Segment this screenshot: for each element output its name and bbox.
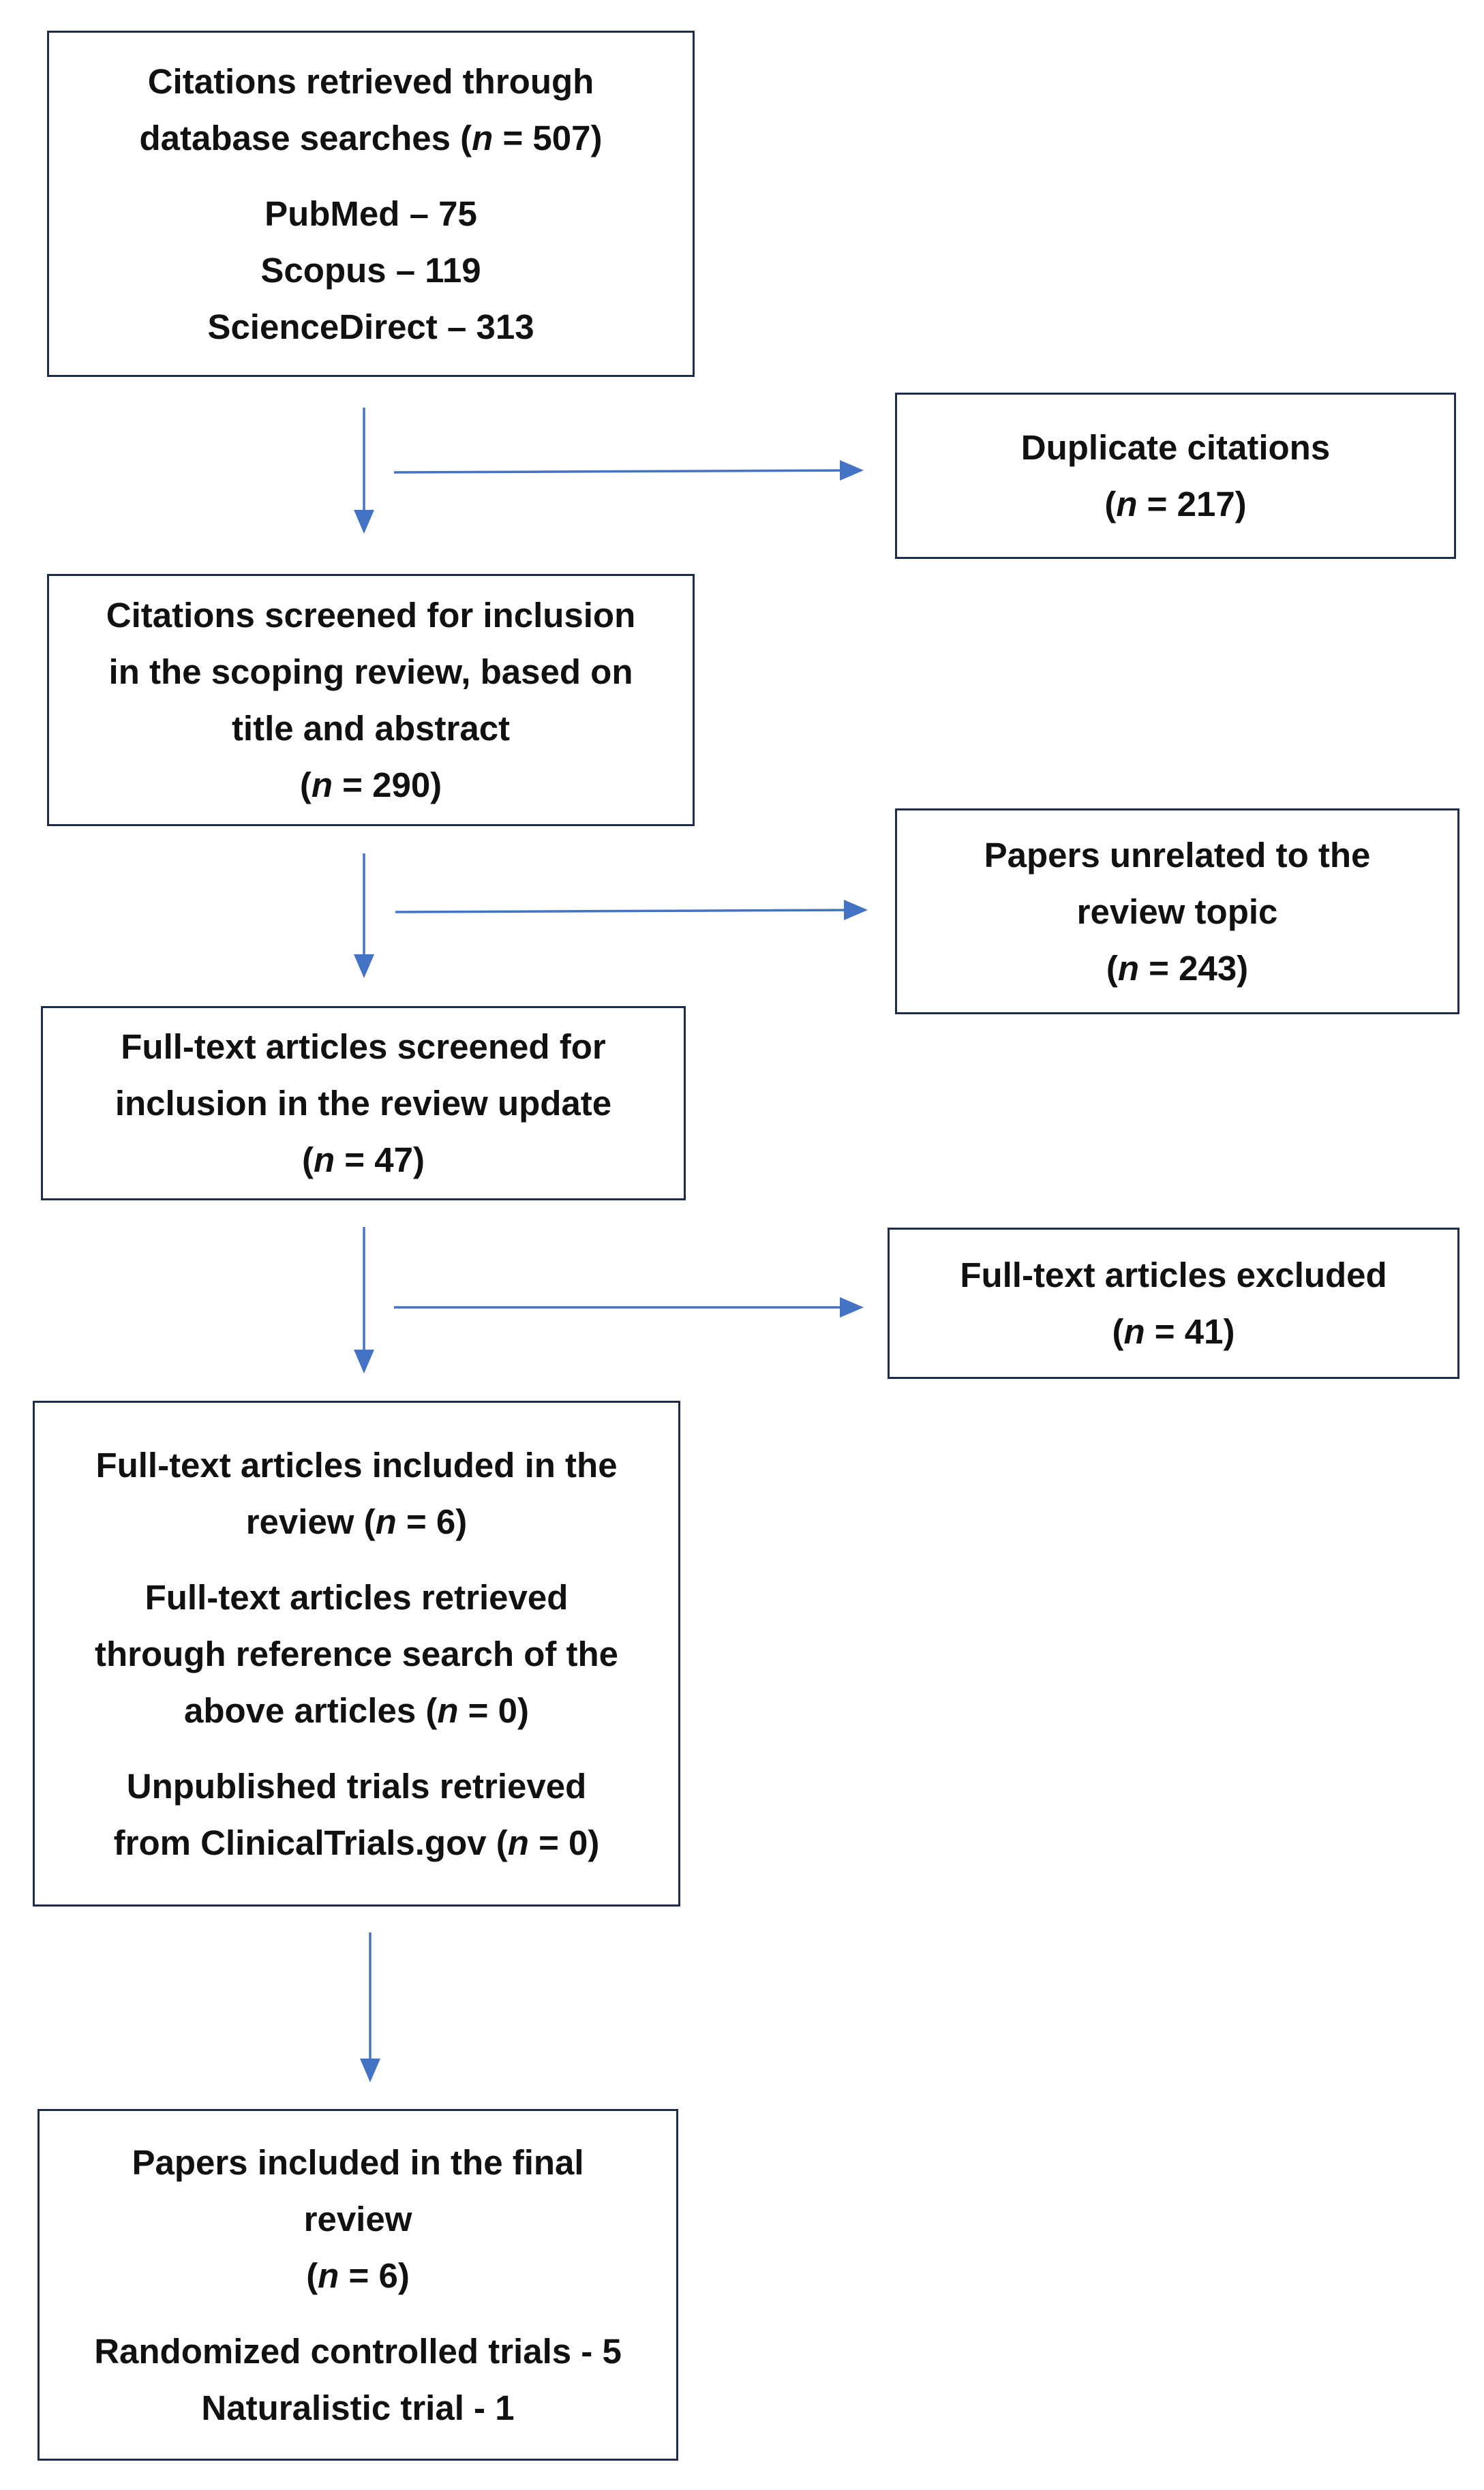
citations-screened-line3: title and abstract: [231, 709, 511, 748]
citations-screened-line1: Citations screened for inclusion: [106, 596, 636, 635]
arrowhead-right-1: [840, 460, 864, 481]
duplicate-citations-count: (n = 217): [1104, 485, 1247, 523]
arrowhead-down-2: [354, 954, 374, 978]
naturalistic-count: Naturalistic trial - 1: [201, 2388, 515, 2427]
final-review-count: (n = 6): [306, 2256, 410, 2295]
duplicate-citations-box: Duplicate citations (n = 217): [895, 393, 1456, 559]
papers-unrelated-count: (n = 243): [1106, 948, 1249, 988]
citations-retrieved-box: Citations retrieved through database sea…: [47, 31, 695, 377]
fulltext-included-box: Full-text articles included in the revie…: [33, 1401, 680, 1907]
unpublished-trials-count: from ClinicalTrials.gov (n = 0): [113, 1823, 600, 1862]
reference-search-line1: Full-text articles retrieved: [145, 1577, 569, 1617]
fulltext-screened-line2: inclusion in the review update: [115, 1084, 612, 1123]
reference-search-count: above articles (n = 0): [184, 1690, 529, 1730]
fulltext-included-line1: Full-text articles included in the: [95, 1445, 618, 1485]
final-review-line1: Papers included in the final: [132, 2142, 584, 2182]
reference-search-line2: through reference search of the: [94, 1634, 618, 1673]
final-review-box: Papers included in the final review (n =…: [37, 2109, 678, 2461]
arrowhead-down-3: [354, 1350, 374, 1373]
arrowhead-down-4: [360, 2059, 380, 2082]
arrowhead-right-2: [844, 900, 868, 920]
arrowhead-down-1: [354, 510, 374, 534]
citations-screened-box: Citations screened for inclusion in the …: [47, 574, 695, 826]
rct-count: Randomized controlled trials - 5: [94, 2331, 622, 2371]
fulltext-screened-line1: Full-text articles screened for: [121, 1027, 606, 1066]
fulltext-excluded-label: Full-text articles excluded: [960, 1256, 1387, 1294]
citations-screened-line2: in the scoping review, based on: [108, 652, 633, 691]
arrow-right-2: [395, 909, 865, 913]
duplicate-citations-label: Duplicate citations: [1020, 428, 1331, 467]
pubmed-count: PubMed – 75: [264, 194, 477, 233]
fulltext-excluded-count: (n = 41): [1112, 1312, 1235, 1351]
papers-unrelated-line1: Papers unrelated to the: [984, 835, 1371, 875]
fulltext-screened-box: Full-text articles screened for inclusio…: [41, 1006, 686, 1200]
arrow-right-1: [393, 469, 861, 474]
papers-unrelated-box: Papers unrelated to the review topic (n …: [895, 808, 1459, 1014]
fulltext-included-count: review (n = 6): [245, 1502, 468, 1541]
fulltext-excluded-box: Full-text articles excluded (n = 41): [888, 1228, 1459, 1379]
sciencedirect-count: ScienceDirect – 313: [207, 307, 534, 346]
scopus-count: Scopus – 119: [260, 250, 481, 290]
citations-screened-count: (n = 290): [299, 765, 442, 804]
citations-retrieved-count: database searches (n = 507): [139, 118, 603, 157]
citations-retrieved-line1: Citations retrieved through: [147, 61, 594, 101]
fulltext-screened-count: (n = 47): [302, 1140, 425, 1179]
arrowhead-right-3: [840, 1297, 864, 1318]
unpublished-trials-line1: Unpublished trials retrieved: [126, 1766, 587, 1806]
final-review-line2: review: [303, 2199, 412, 2238]
papers-unrelated-line2: review topic: [1076, 892, 1278, 931]
